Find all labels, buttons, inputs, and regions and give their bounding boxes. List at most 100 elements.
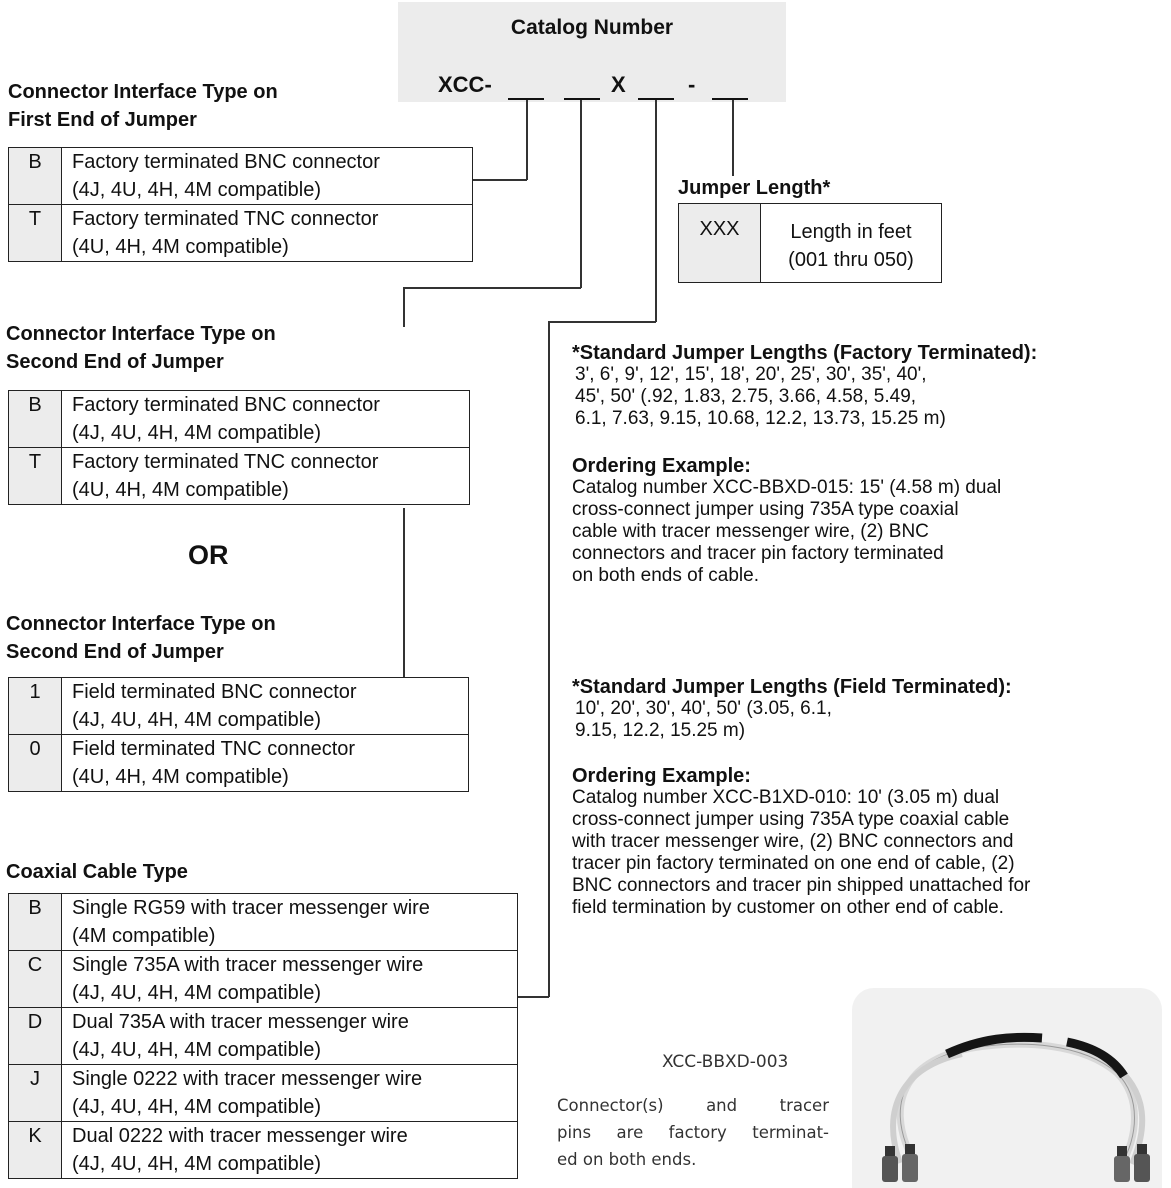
jumper-length-code: XXX: [679, 204, 761, 282]
block-line: tracer pin factory terminated on one end…: [572, 853, 1015, 874]
option-code: B: [8, 390, 62, 448]
block-line: 3', 6', 9', 12', 15', 18', 20', 25', 30'…: [575, 364, 927, 385]
jumper-length-heading: Jumper Length*: [678, 177, 831, 199]
block-heading: *Standard Jumper Lengths (Field Terminat…: [572, 676, 1012, 698]
option-code: T: [8, 447, 62, 505]
description-line: Factory terminated BNC connector: [72, 151, 380, 173]
catalog-dash: -: [688, 72, 696, 97]
block-line: 10', 20', 30', 40', 50' (3.05, 6.1,: [575, 698, 832, 719]
block-line: Catalog number XCC-BBXD-015: 15' (4.58 m…: [572, 477, 1002, 498]
description-line: Dual 0222 with tracer messenger wire: [72, 1125, 408, 1147]
description-line: Single RG59 with tracer messenger wire: [72, 897, 430, 919]
option-code: 1: [8, 677, 62, 735]
table-row: D Dual 735A with tracer messenger wire (…: [8, 1007, 518, 1065]
description-line: Field terminated BNC connector: [72, 681, 357, 703]
option-description: Factory terminated BNC connector (4J, 4U…: [61, 147, 473, 205]
option-description: Field terminated BNC connector (4J, 4U, …: [61, 677, 469, 735]
ordering-example-field: Ordering Example: Catalog number XCC-B1X…: [572, 765, 1030, 919]
table-row: J Single 0222 with tracer messenger wire…: [8, 1064, 518, 1122]
block-line: 6.1, 7.63, 9.15, 10.68, 12.2, 13.73, 15.…: [575, 408, 946, 429]
table-row: B Single RG59 with tracer messenger wire…: [8, 893, 518, 951]
bnc-connector-left: [882, 1144, 918, 1182]
connector-line: [526, 100, 528, 180]
block-heading: *Standard Jumper Lengths (Factory Termin…: [572, 342, 1038, 364]
description-line: Single 735A with tracer messenger wire: [72, 954, 424, 976]
blank-first-end: [508, 98, 544, 100]
block-line: 9.15, 12.2, 15.25 m): [575, 720, 746, 741]
description-line: Factory terminated TNC connector: [72, 451, 379, 473]
catalog-x-letter: X: [611, 72, 626, 97]
heading-line: Connector Interface Type on: [8, 81, 278, 103]
caption-line: ed on both ends.: [557, 1150, 697, 1169]
connector-line: [548, 321, 550, 997]
table-row: 0 Field terminated TNC connector (4U, 4H…: [8, 734, 469, 792]
description-line: Factory terminated BNC connector: [72, 394, 380, 416]
block-heading: Ordering Example:: [572, 455, 751, 477]
connector-line: [580, 100, 582, 288]
cable-type-table: B Single RG59 with tracer messenger wire…: [8, 893, 518, 1179]
description-line: (4U, 4H, 4M compatible): [72, 479, 289, 501]
block-line: BNC connectors and tracer pin shipped un…: [572, 875, 1031, 896]
connector-line: [655, 100, 657, 322]
caption-line: Connector(s) and tracer: [557, 1096, 829, 1115]
connector-line: [472, 179, 527, 181]
option-description: Single RG59 with tracer messenger wire (…: [61, 893, 518, 951]
table-row: C Single 735A with tracer messenger wire…: [8, 950, 518, 1008]
coax-jumper-image: [882, 1032, 1150, 1182]
block-line: with tracer messenger wire, (2) BNC conn…: [572, 831, 1014, 852]
option-code: D: [8, 1007, 62, 1065]
block-line: field termination by customer on other e…: [572, 897, 1004, 918]
std-lengths-factory: *Standard Jumper Lengths (Factory Termin…: [572, 342, 1037, 430]
blank-second-end: [564, 98, 600, 100]
description-line: Factory terminated TNC connector: [72, 208, 379, 230]
jumper-length-description: Length in feet (001 thru 050): [763, 218, 939, 274]
connector-line: [403, 508, 405, 678]
first-end-heading: Connector Interface Type on First End of…: [8, 78, 278, 134]
heading-line: First End of Jumper: [8, 109, 197, 131]
description-line: Dual 735A with tracer messenger wire: [72, 1011, 409, 1033]
description-line: (4J, 4U, 4H, 4M compatible): [72, 1039, 321, 1061]
or-label: OR: [188, 540, 229, 570]
description-line: (4J, 4U, 4H, 4M compatible): [72, 709, 321, 731]
heading-line: Connector Interface Type on: [6, 323, 276, 345]
block-line: Catalog number XCC-B1XD-010: 10' (3.05 m…: [572, 787, 1000, 808]
option-description: Single 735A with tracer messenger wire (…: [61, 950, 518, 1008]
jumper-length-table: XXX Length in feet (001 thru 050): [678, 203, 942, 283]
catalog-prefix: XCC-: [438, 72, 492, 97]
bnc-connector-right: [1114, 1144, 1150, 1182]
description-line: Length in feet: [790, 221, 912, 243]
block-line: cross-connect jumper using 735A type coa…: [572, 809, 1010, 830]
connector-line: [548, 321, 656, 323]
option-code: B: [8, 893, 62, 951]
second-end-field-table: 1 Field terminated BNC connector (4J, 4U…: [8, 677, 469, 792]
second-end-factory-table: B Factory terminated BNC connector (4J, …: [8, 390, 470, 505]
connector-line: [732, 100, 734, 176]
heading-line: Second End of Jumper: [6, 351, 224, 373]
photo-part-number: XCC-BBXD-003: [662, 1052, 789, 1072]
option-code: J: [8, 1064, 62, 1122]
option-code: C: [8, 950, 62, 1008]
ordering-example-factory: Ordering Example: Catalog number XCC-BBX…: [572, 455, 1001, 587]
blank-length: [712, 98, 748, 100]
option-description: Factory terminated TNC connector (4U, 4H…: [61, 204, 473, 262]
product-photo: [852, 988, 1162, 1188]
photo-caption: Connector(s) and tracer pins are factory…: [557, 1092, 829, 1173]
connector-line: [518, 996, 549, 998]
description-line: Single 0222 with tracer messenger wire: [72, 1068, 423, 1090]
second-end-factory-heading: Connector Interface Type on Second End o…: [6, 320, 276, 376]
connector-line: [403, 287, 581, 289]
block-line: cross-connect jumper using 735A type coa…: [572, 499, 959, 520]
std-lengths-field: *Standard Jumper Lengths (Field Terminat…: [572, 676, 1012, 742]
option-description: Factory terminated BNC connector (4J, 4U…: [61, 390, 470, 448]
blank-cable-type: [638, 98, 674, 100]
table-row: K Dual 0222 with tracer messenger wire (…: [8, 1121, 518, 1179]
description-line: Field terminated TNC connector: [72, 738, 356, 760]
option-description: Factory terminated TNC connector (4U, 4H…: [61, 447, 470, 505]
option-description: Single 0222 with tracer messenger wire (…: [61, 1064, 518, 1122]
option-code: B: [8, 147, 62, 205]
catalog-number-box: Catalog Number XCC- X -: [398, 2, 786, 102]
option-description: Field terminated TNC connector (4U, 4H, …: [61, 734, 469, 792]
description-line: (4J, 4U, 4H, 4M compatible): [72, 982, 321, 1004]
catalog-number-title: Catalog Number: [510, 16, 674, 39]
description-line: (4J, 4U, 4H, 4M compatible): [72, 422, 321, 444]
